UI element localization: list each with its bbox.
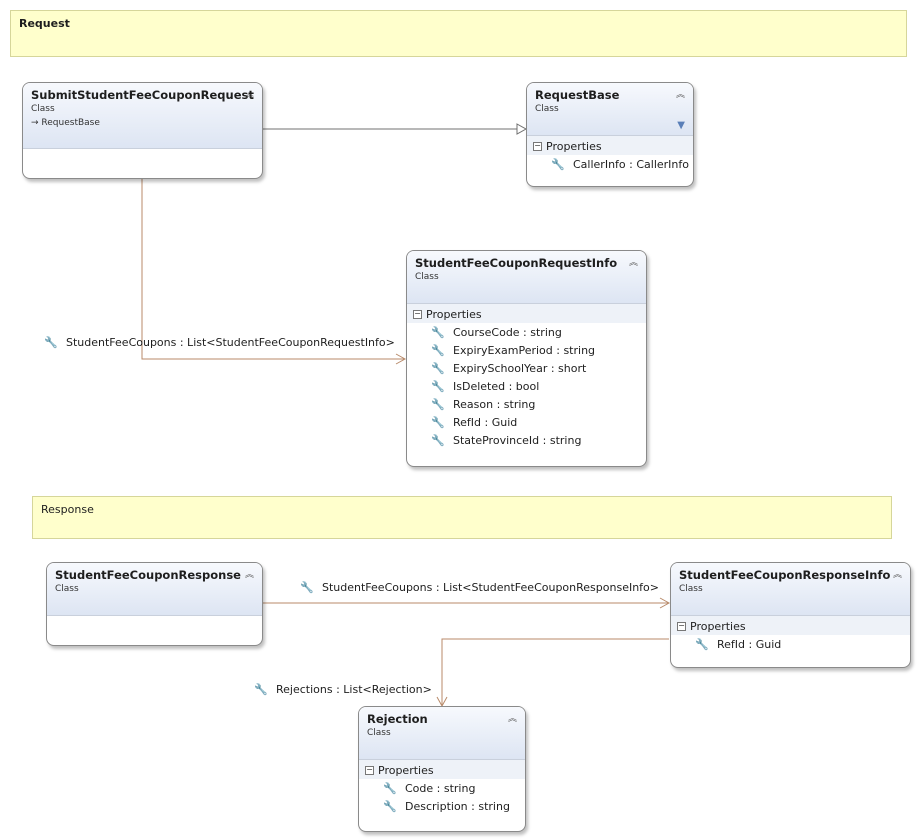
rejection-class[interactable]: Rejection Class ︽ − Properties 🔧 Code : s… — [358, 706, 526, 832]
class-kind: Class — [535, 104, 559, 114]
association-label: StudentFeeCoupons : List<StudentFeeCoupo… — [66, 336, 395, 349]
properties-section-header[interactable]: − Properties — [407, 304, 646, 323]
wrench-icon: 🔧 — [431, 434, 445, 447]
property-label: ExpiryExamPeriod : string — [453, 344, 596, 357]
request-note[interactable]: Request — [10, 10, 907, 57]
minus-box-icon[interactable]: − — [365, 765, 374, 775]
student-fee-coupon-response-info-class[interactable]: StudentFeeCouponResponseInfo Class ︽ − P… — [670, 562, 911, 668]
property-row[interactable]: 🔧 Description : string — [359, 797, 525, 815]
wrench-icon: 🔧 — [551, 158, 565, 171]
property-label: IsDeleted : bool — [453, 380, 540, 393]
rejections-line — [441, 638, 669, 706]
class-kind: Class — [31, 104, 55, 114]
request-base-class[interactable]: RequestBase Class ︽ ▼ − Properties 🔧 Cal… — [526, 82, 694, 187]
class-kind: Class — [415, 272, 439, 282]
rejections-association-label[interactable]: 🔧 Rejections : List<Rejection> — [254, 683, 432, 696]
class-name: StudentFeeCouponResponseInfo — [679, 568, 891, 582]
class-name: RequestBase — [535, 88, 620, 102]
student-fee-coupon-response-class[interactable]: StudentFeeCouponResponse Class ︽ — [46, 562, 263, 646]
student-fee-coupon-request-info-class[interactable]: StudentFeeCouponRequestInfo Class ︽ − Pr… — [406, 250, 647, 467]
inherit-arrow-icon: → — [31, 118, 39, 128]
double-chevron-up-icon[interactable]: ︽ — [892, 570, 902, 580]
association-label: Rejections : List<Rejection> — [276, 683, 432, 696]
class-kind: Class — [367, 728, 391, 738]
response-coupons-arrowhead — [659, 597, 671, 609]
class-name: SubmitStudentFeeCouponRequest — [31, 88, 254, 102]
double-chevron-up-icon[interactable]: ︽ — [628, 258, 638, 268]
property-row[interactable]: 🔧 Reason : string — [407, 395, 646, 413]
wrench-icon: 🔧 — [431, 362, 445, 375]
double-chevron-up-icon[interactable]: ︽ — [675, 90, 685, 100]
class-header: StudentFeeCouponResponse Class ︽ — [47, 563, 262, 616]
class-header: RequestBase Class ︽ ▼ — [527, 83, 693, 136]
property-row[interactable]: 🔧 IsDeleted : bool — [407, 377, 646, 395]
section-label: Properties — [690, 620, 746, 633]
response-coupons-association-label[interactable]: 🔧 StudentFeeCoupons : List<StudentFeeCou… — [300, 581, 659, 594]
class-name: StudentFeeCouponResponse — [55, 568, 241, 582]
property-row[interactable]: 🔧 ExpiryExamPeriod : string — [407, 341, 646, 359]
wrench-icon: 🔧 — [254, 683, 268, 696]
property-label: Reason : string — [453, 398, 536, 411]
property-label: StateProvinceId : string — [453, 434, 582, 447]
wrench-icon: 🔧 — [431, 344, 445, 357]
property-label: ExpirySchoolYear : short — [453, 362, 587, 375]
class-name: Rejection — [367, 712, 428, 726]
inheritance-arrowhead — [516, 123, 528, 135]
property-label: CallerInfo : CallerInfo — [573, 158, 689, 171]
class-header: StudentFeeCouponRequestInfo Class ︽ — [407, 251, 646, 304]
properties-section-header[interactable]: − Properties — [671, 616, 910, 635]
request-coupons-line — [141, 178, 405, 360]
minus-box-icon[interactable]: − — [533, 141, 542, 151]
class-header: Rejection Class ︽ — [359, 707, 525, 760]
request-coupons-association-label[interactable]: 🔧 StudentFeeCoupons : List<StudentFeeCou… — [44, 336, 395, 349]
wrench-icon: 🔧 — [383, 800, 397, 813]
wrench-icon: 🔧 — [44, 336, 58, 349]
wrench-icon: 🔧 — [431, 326, 445, 339]
minus-box-icon[interactable]: − — [413, 309, 422, 319]
double-chevron-up-icon[interactable]: ︽ — [244, 90, 254, 100]
property-row[interactable]: 🔧 StateProvinceId : string — [407, 431, 646, 449]
class-header: SubmitStudentFeeCouponRequest Class → Re… — [23, 83, 262, 149]
wrench-icon: 🔧 — [431, 398, 445, 411]
properties-section-header[interactable]: − Properties — [359, 760, 525, 779]
property-row[interactable]: 🔧 ExpirySchoolYear : short — [407, 359, 646, 377]
section-label: Properties — [426, 308, 482, 321]
double-chevron-up-icon[interactable]: ︽ — [507, 714, 517, 724]
property-label: CourseCode : string — [453, 326, 562, 339]
association-label: StudentFeeCoupons : List<StudentFeeCoupo… — [322, 581, 659, 594]
property-label: RefId : Guid — [717, 638, 782, 651]
section-label: Properties — [378, 764, 434, 777]
request-coupons-arrowhead — [395, 353, 407, 365]
wrench-icon: 🔧 — [300, 581, 314, 594]
properties-section-header[interactable]: − Properties — [527, 136, 693, 155]
wrench-icon: 🔧 — [695, 638, 709, 651]
wrench-icon: 🔧 — [383, 782, 397, 795]
inherits-label: → RequestBase — [31, 118, 254, 128]
submit-student-fee-coupon-request-class[interactable]: SubmitStudentFeeCouponRequest Class → Re… — [22, 82, 263, 179]
property-row[interactable]: 🔧 CallerInfo : CallerInfo — [527, 155, 693, 173]
property-label: Code : string — [405, 782, 476, 795]
base-class-name: RequestBase — [41, 118, 100, 128]
minus-box-icon[interactable]: − — [677, 621, 686, 631]
wrench-icon: 🔧 — [431, 380, 445, 393]
double-chevron-up-icon[interactable]: ︽ — [244, 570, 254, 580]
class-kind: Class — [679, 584, 703, 594]
section-label: Properties — [546, 140, 602, 153]
wrench-icon: 🔧 — [431, 416, 445, 429]
property-label: RefId : Guid — [453, 416, 518, 429]
property-label: Description : string — [405, 800, 510, 813]
class-header: StudentFeeCouponResponseInfo Class ︽ — [671, 563, 910, 616]
property-row[interactable]: 🔧 RefId : Guid — [407, 413, 646, 431]
response-note[interactable]: Response — [32, 496, 892, 539]
property-row[interactable]: 🔧 CourseCode : string — [407, 323, 646, 341]
property-row[interactable]: 🔧 RefId : Guid — [671, 635, 910, 653]
filter-icon[interactable]: ▼ — [677, 120, 685, 131]
class-name: StudentFeeCouponRequestInfo — [415, 256, 618, 270]
property-row[interactable]: 🔧 Code : string — [359, 779, 525, 797]
class-kind: Class — [55, 584, 79, 594]
